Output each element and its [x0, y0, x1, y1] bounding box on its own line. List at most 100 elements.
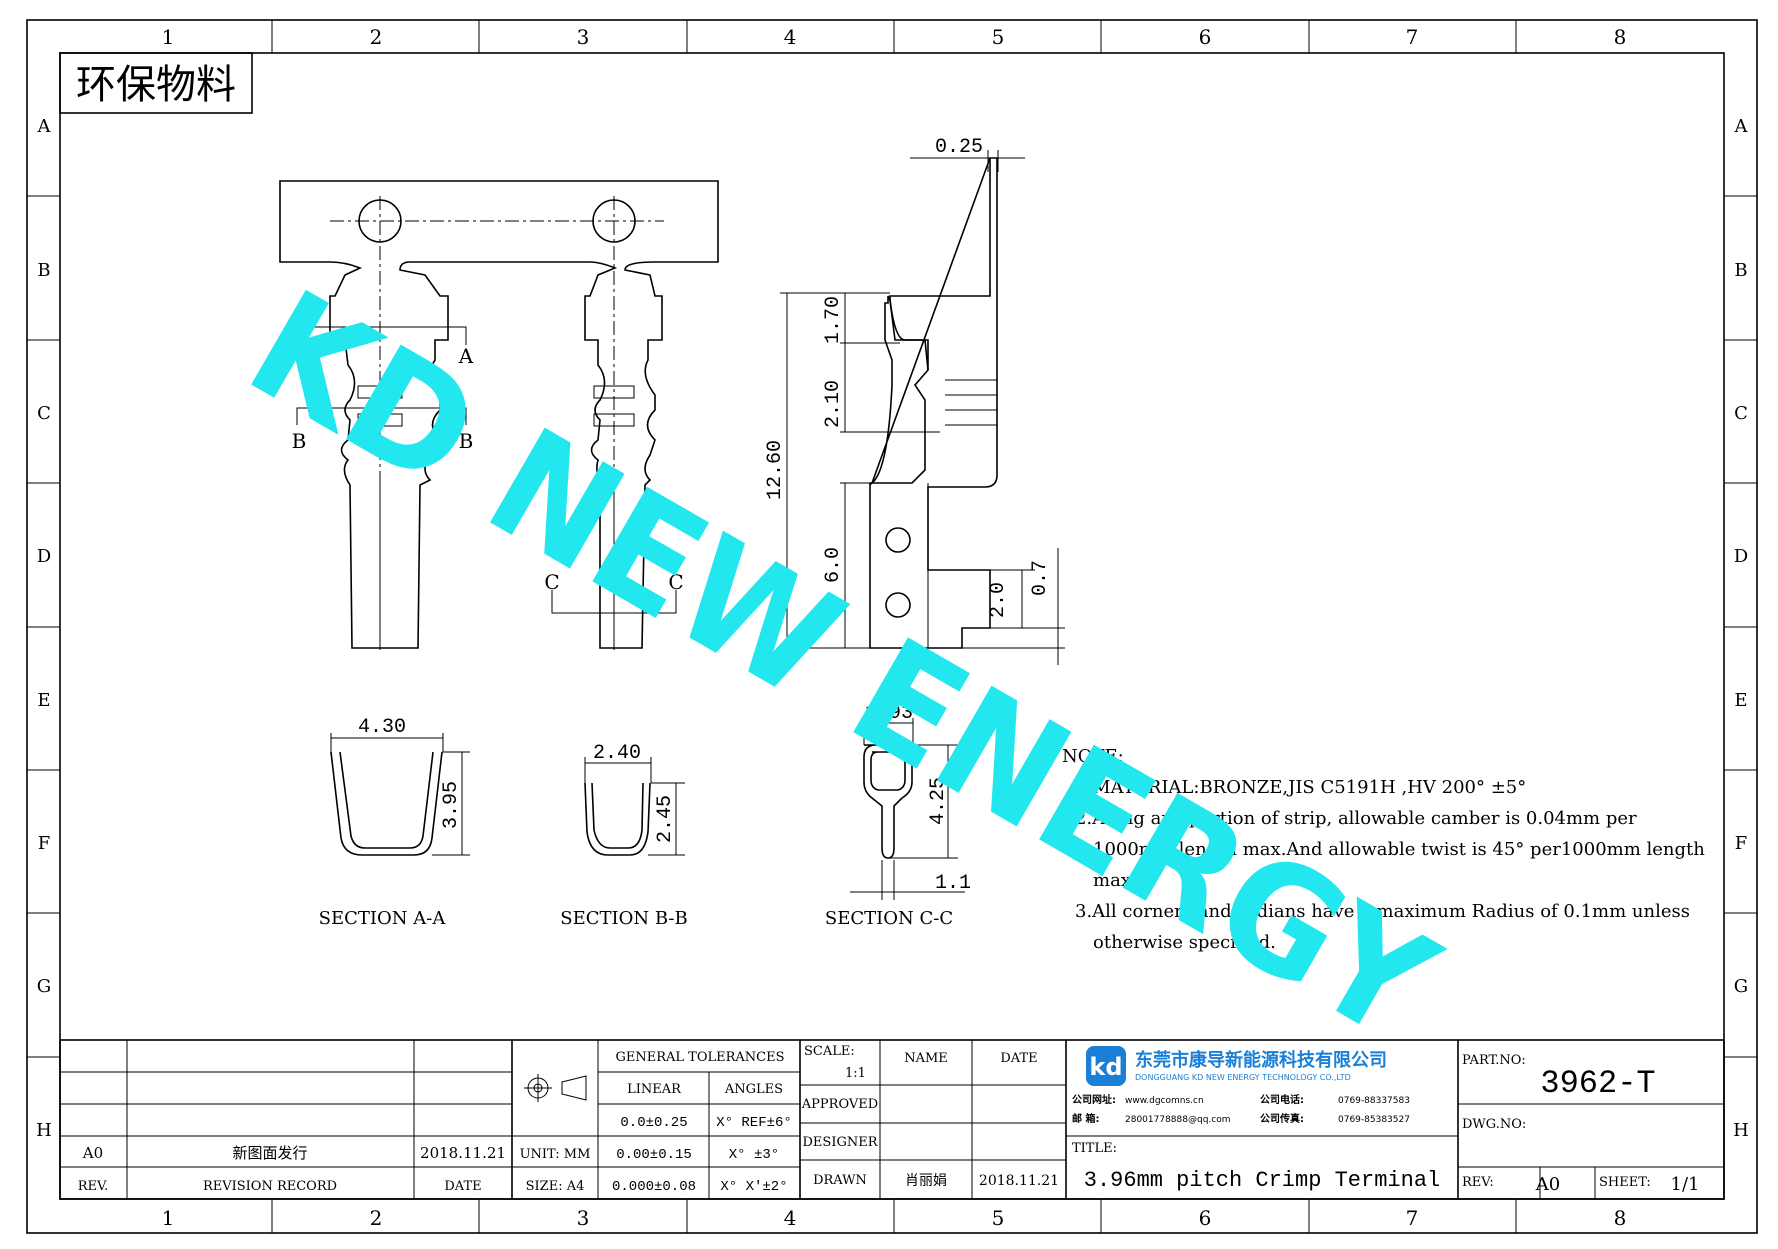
front-view-terminal-1: A A B B C C [279, 180, 719, 650]
row-label: A [37, 116, 52, 137]
dim-6-0: 6.0 [822, 547, 845, 583]
contact-label: 公司传真: [1260, 1112, 1304, 1125]
contact-label: 公司网址: [1072, 1093, 1116, 1106]
row-label: H [36, 1120, 52, 1141]
revision-record-header: REVISION RECORD [203, 1179, 337, 1194]
rev-value: A0 [1535, 1174, 1560, 1195]
contact-value: 0769-88337583 [1338, 1096, 1410, 1106]
drawn-date: 2018.11.21 [979, 1173, 1059, 1189]
side-view-terminal: 0.25 1.70 2.10 12.60 6.0 2.0 0.7 [764, 136, 1065, 665]
column-labels-bottom: 1 2 3 4 5 6 7 8 [162, 1206, 1627, 1230]
angle-tol: X° ±3° [729, 1147, 779, 1163]
col-label: 5 [992, 25, 1005, 49]
linear-tol: 0.000±0.08 [612, 1179, 696, 1195]
section-mark-b-left: B [292, 429, 307, 453]
section-mark-c-right: C [668, 570, 683, 594]
note-line: max. [1093, 870, 1137, 891]
col-label: 6 [1199, 25, 1212, 49]
col-label: 4 [784, 25, 797, 49]
svg-text:kd: kd [1089, 1053, 1122, 1081]
note-line: 1000mm length max.And allowable twist is… [1093, 839, 1705, 860]
dim-4-30: 4.30 [358, 716, 406, 739]
dim-2-40: 2.40 [593, 742, 641, 765]
row-label: H [1733, 1120, 1749, 1141]
dim-2-45: 2.45 [654, 795, 677, 843]
row-label: B [37, 260, 50, 281]
rev-header: REV. [78, 1179, 109, 1194]
row-label: G [37, 976, 51, 997]
sheet-value: 1/1 [1671, 1174, 1700, 1195]
row-label: E [1734, 690, 1747, 711]
section-b-b-title: SECTION B-B [560, 908, 687, 929]
col-label: 6 [1199, 1206, 1212, 1230]
rev-label: REV: [1462, 1175, 1494, 1190]
dim-2-10: 2.10 [822, 380, 845, 428]
row-label: D [1734, 546, 1748, 567]
row-label: F [1735, 833, 1748, 854]
col-label: 7 [1406, 25, 1419, 49]
column-labels-top: 1 2 3 4 5 6 7 8 [162, 25, 1627, 49]
col-label: 4 [784, 1206, 797, 1230]
third-angle-projection-icon [524, 1074, 587, 1102]
row-label: G [1734, 976, 1748, 997]
company-name-en: DONGGUANG KD NEW ENERGY TECHNOLOGY CO.,L… [1135, 1073, 1351, 1082]
angle-tol: X° REF±6° [716, 1115, 792, 1131]
col-label: 1 [162, 1206, 175, 1230]
stamp-text: 环保物料 [76, 62, 236, 108]
sheet-label: SHEET: [1599, 1175, 1651, 1190]
contact-value: 0769-85383527 [1338, 1115, 1410, 1125]
company-logo: kd [1086, 1046, 1126, 1086]
dim-3-95: 3.95 [440, 781, 463, 829]
revision-date-header: DATE [444, 1179, 481, 1194]
col-label: 8 [1614, 1206, 1627, 1230]
name-header: NAME [904, 1051, 948, 1066]
row-label: D [37, 546, 51, 567]
eco-material-stamp: 环保物料 [59, 52, 253, 114]
section-a-a-title: SECTION A-A [319, 908, 447, 929]
contact-label: 公司电话: [1260, 1093, 1304, 1106]
company-name-cn: 东莞市康导新能源科技有限公司 [1135, 1049, 1387, 1071]
col-label: 2 [370, 1206, 383, 1230]
row-label: C [37, 403, 51, 424]
note-line: 3.All corners and radians have a maximum… [1075, 901, 1690, 922]
row-label: B [1734, 260, 1747, 281]
col-label: 5 [992, 1206, 1005, 1230]
grid-ticks [27, 20, 1757, 1233]
contact-label: 邮 箱: [1072, 1112, 1099, 1125]
dim-0-7: 0.7 [1029, 560, 1052, 596]
dwg-no-label: DWG.NO: [1462, 1117, 1526, 1132]
drawn-name: 肖丽娟 [905, 1173, 947, 1189]
approved-label: APPROVED [801, 1097, 878, 1112]
notes-block: NOTE: 1.MATERIAL:BRONZE,JIS C5191H ,HV 2… [1062, 746, 1705, 953]
part-no-label: PART.NO: [1462, 1053, 1526, 1068]
section-mark-a-left: A [288, 344, 304, 368]
section-mark-c-left: C [544, 570, 559, 594]
unit-label: UNIT: MM [520, 1147, 591, 1162]
col-label: 7 [1406, 1206, 1419, 1230]
dim-4-25: 4.25 [927, 777, 950, 825]
section-a-a: 4.30 3.95 SECTION A-A [319, 716, 470, 929]
scale-value: 1:1 [845, 1066, 866, 1081]
title-block: A0 新图面发行 2018.11.21 REV. REVISION RECORD… [59, 1039, 1725, 1200]
notes-title: NOTE: [1062, 746, 1124, 767]
note-line: 1.MATERIAL:BRONZE,JIS C5191H ,HV 200° ±5… [1075, 777, 1526, 798]
note-line: 2.Along any portion of strip, allowable … [1075, 808, 1637, 829]
rev-value: A0 [82, 1144, 103, 1162]
dim-12-60: 12.60 [764, 440, 787, 500]
col-label: 1 [162, 25, 175, 49]
angles-header: ANGLES [724, 1082, 783, 1097]
contact-value: 28001778888@qq.com [1125, 1115, 1231, 1125]
col-label: 8 [1614, 25, 1627, 49]
section-b-b: 2.40 2.45 SECTION B-B [560, 742, 687, 929]
angle-tol: X° X'±2° [720, 1179, 787, 1195]
row-label: A [1734, 116, 1749, 137]
dim-1-1: 1.1 [935, 872, 971, 895]
contact-value: www.dgcomns.cn [1125, 1096, 1204, 1106]
part-no-value: 3962-T [1540, 1065, 1655, 1102]
dim-1-70: 1.70 [822, 296, 845, 344]
dim-1-93: 1.93 [865, 702, 913, 725]
section-c-c-title: SECTION C-C [825, 908, 953, 929]
linear-tol: 0.00±0.15 [616, 1147, 692, 1163]
row-labels-left: A B C D E F G H [36, 116, 52, 1141]
